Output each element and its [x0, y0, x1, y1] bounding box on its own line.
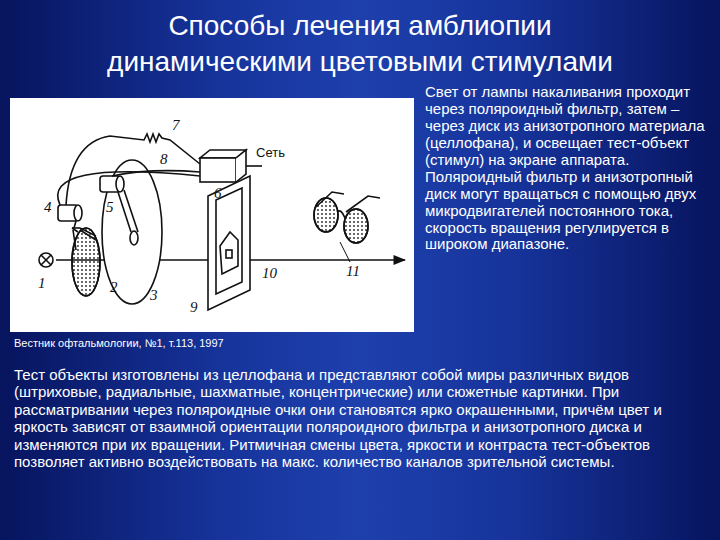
- house-picture: [220, 232, 238, 274]
- lamp: [39, 253, 53, 267]
- callout-number: 11: [346, 264, 360, 279]
- power-unit: [200, 150, 262, 182]
- callout-number: 4: [44, 200, 52, 215]
- callout-number: 5: [106, 200, 114, 215]
- callout-number: 7: [172, 118, 180, 133]
- callout-number: 2: [110, 280, 118, 295]
- callout-number: 10: [262, 266, 277, 281]
- description-text: Тест объекты изготовлены из целлофана и …: [14, 366, 708, 470]
- screen: [208, 176, 250, 310]
- motor: [100, 176, 124, 192]
- callout-number: 9: [190, 300, 198, 315]
- motor: [58, 205, 82, 228]
- slide-title: Способы лечения амблиопии динамическими …: [90, 8, 630, 81]
- callout-number: 8: [160, 152, 168, 167]
- motor-wire: [58, 172, 200, 205]
- callout-number: 6: [214, 186, 222, 201]
- callout-number: 1: [38, 276, 46, 291]
- drive-belt: [118, 192, 131, 232]
- source-caption: Вестник офтальмологии, №1, т.113, 1997: [14, 337, 274, 349]
- callout-number: 3: [150, 288, 158, 303]
- resistor-wire: [66, 134, 200, 205]
- mains-lead: [246, 165, 262, 167]
- mains-label: Сеть: [256, 146, 285, 159]
- polaroid-glasses: [314, 192, 380, 243]
- polaroid-filter: [72, 228, 100, 296]
- disc-shaft: [130, 231, 138, 245]
- illustration-panel: [10, 98, 414, 332]
- description-text: Свет от лампы накаливания проходит через…: [425, 84, 712, 253]
